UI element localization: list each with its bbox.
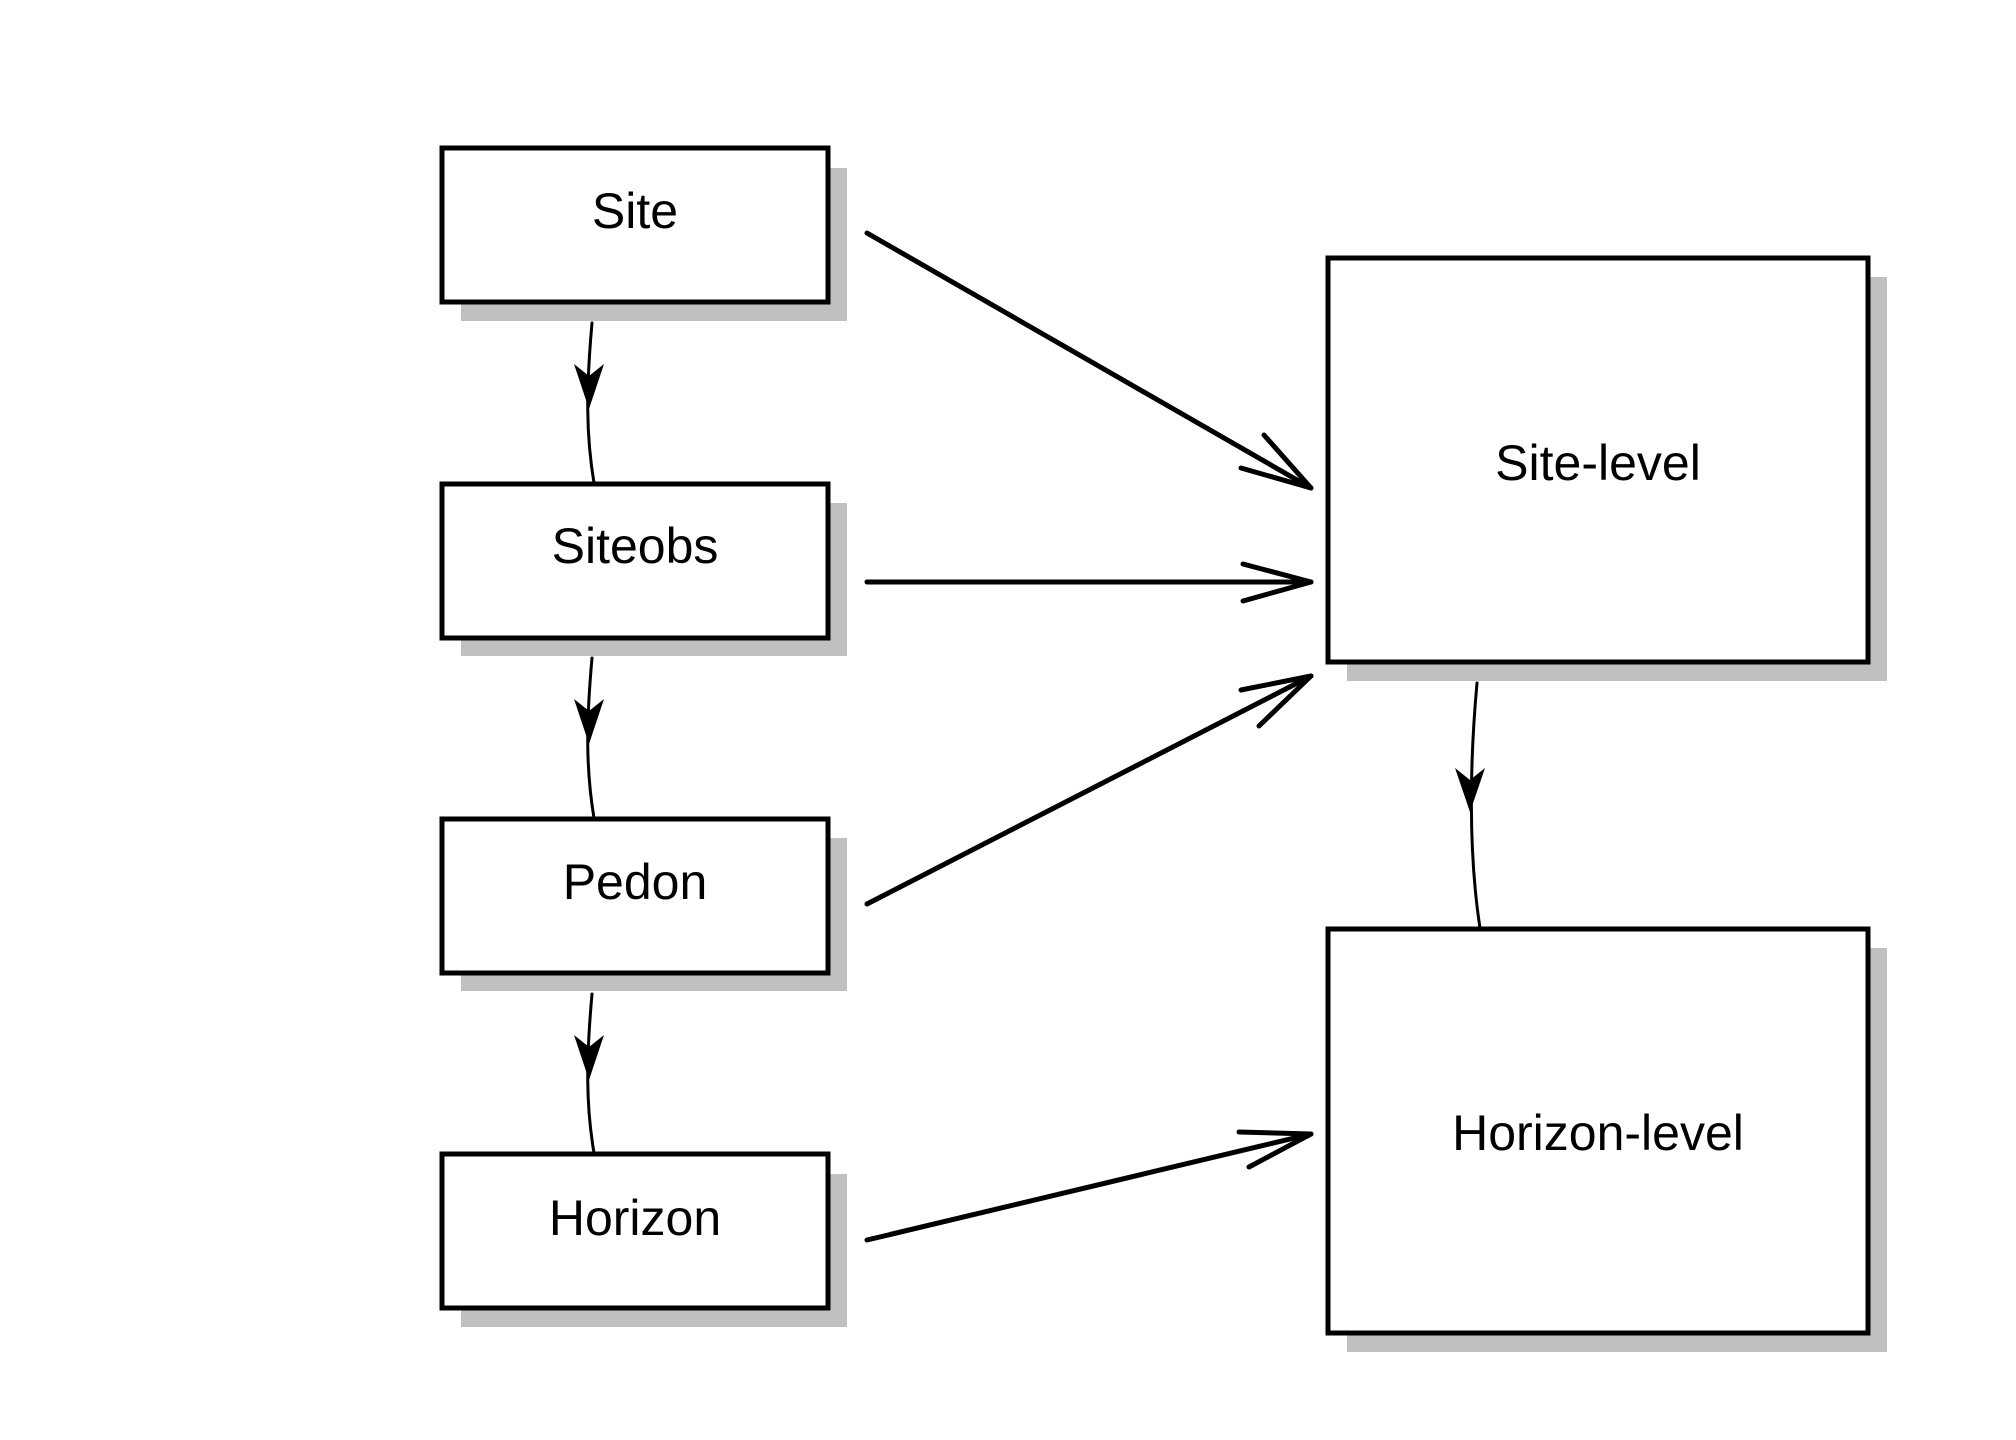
node-site-box	[439, 145, 831, 305]
edge-site-to-siteobs	[574, 321, 604, 485]
node-pedon: Pedon	[439, 816, 847, 991]
node-horizon: Horizon	[439, 1151, 847, 1327]
edge-siteobs-to-pedon-arrowhead	[574, 699, 604, 744]
edge-pedon-to-horizon-arrowhead	[574, 1035, 604, 1080]
edge-siteobs-to-site-level	[864, 561, 1314, 604]
node-siteobs-label: Siteobs	[552, 518, 719, 574]
edge-pedon-to-site-level-line	[864, 673, 1314, 907]
edge-pedon-to-site-level-arrowhead	[1238, 673, 1314, 729]
edge-pedon-to-horizon	[574, 992, 604, 1155]
edge-site-level-to-horizon-level-arrowhead	[1455, 768, 1485, 812]
edge-pedon-to-horizon-line	[586, 992, 596, 1155]
node-horizon-level-box	[1325, 926, 1871, 1336]
node-site-level-box	[1325, 255, 1871, 665]
node-horizon-level-label: Horizon-level	[1452, 1105, 1744, 1161]
node-horizon-level: Horizon-level	[1325, 926, 1887, 1352]
node-site-label: Site	[592, 183, 678, 239]
node-pedon-label: Pedon	[563, 854, 708, 910]
edge-site-to-site-level-line	[864, 230, 1314, 491]
edge-site-level-to-horizon-level-line	[1469, 681, 1482, 930]
edge-horizon-to-horizon-level-arrowhead	[1236, 1129, 1314, 1170]
edge-site-to-siteobs-line	[586, 321, 596, 485]
edge-site-level-to-horizon-level	[1455, 681, 1485, 930]
edge-site-to-site-level	[864, 230, 1314, 491]
node-horizon-box	[439, 1151, 831, 1311]
edge-siteobs-to-pedon	[574, 656, 604, 820]
node-horizon-label: Horizon	[549, 1190, 721, 1246]
edge-siteobs-to-pedon-line	[586, 656, 596, 820]
edge-horizon-to-horizon-level	[864, 1129, 1314, 1243]
node-site-level-label: Site-level	[1495, 435, 1701, 491]
edge-site-to-site-level-arrowhead	[1238, 432, 1314, 491]
node-site: Site	[439, 145, 847, 321]
node-siteobs: Siteobs	[439, 481, 847, 656]
edge-site-to-siteobs-arrowhead	[574, 364, 604, 409]
node-pedon-box	[439, 816, 831, 976]
node-siteobs-box	[439, 481, 831, 641]
edge-horizon-to-horizon-level-line	[864, 1131, 1314, 1243]
node-site-level: Site-level	[1325, 255, 1887, 681]
edge-siteobs-to-site-level-arrowhead	[1240, 561, 1314, 604]
edge-pedon-to-site-level	[864, 673, 1314, 907]
